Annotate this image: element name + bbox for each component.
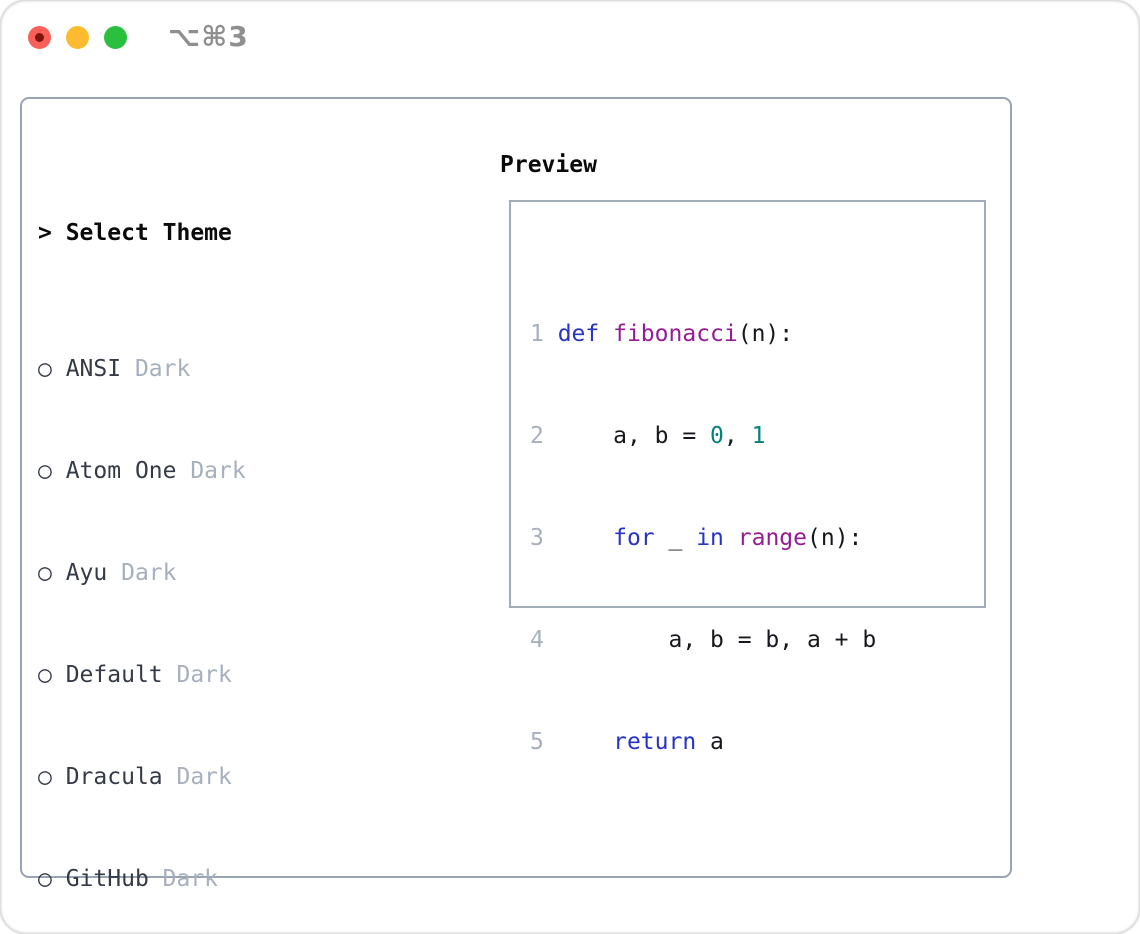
theme-option-atom-one-dark[interactable]: ○ Atom One Dark [38, 454, 426, 488]
cursor-icon: > [38, 220, 66, 246]
theme-list: > Select Theme ○ ANSI Dark ○ Atom One Da… [38, 148, 426, 934]
close-button[interactable] [28, 26, 51, 49]
theme-variant: Dark [121, 356, 191, 382]
theme-list-title: Select Theme [65, 220, 232, 246]
theme-option-default-dark[interactable]: ○ Default Dark [38, 658, 426, 692]
theme-name: Atom One [65, 458, 177, 484]
titlebar-shortcut: ⌥⌘3 [168, 20, 249, 53]
theme-variant: Dark [162, 662, 232, 688]
theme-variant: Dark [148, 866, 219, 892]
code-line: 4 a, b = b, a + b [530, 627, 877, 653]
theme-option-ayu-dark[interactable]: ○ Ayu Dark [38, 556, 426, 590]
radio-unselected-icon: ○ [38, 764, 66, 790]
code-line: 3 for _ in range(n): [530, 525, 863, 551]
code-line: 1 def fibonacci(n): [530, 321, 794, 347]
titlebar: ⌥⌘3 [0, 0, 1140, 75]
theme-name: Default [65, 662, 163, 688]
theme-option-dracula-dark[interactable]: ○ Dracula Dark [38, 760, 426, 794]
theme-list-header: > Select Theme [38, 216, 426, 250]
settings-panel: > Select Theme ○ ANSI Dark ○ Atom One Da… [20, 97, 1012, 892]
preview-title: Preview [500, 152, 597, 178]
code-line: 5 return a [530, 729, 724, 755]
theme-name: GitHub [65, 866, 149, 892]
theme-option-github-dark[interactable]: ○ GitHub Dark [38, 862, 426, 896]
code-line: 2 a, b = 0, 1 [530, 423, 766, 449]
preview-pane: 1 def fibonacci(n): 2 a, b = 0, 1 3 for … [509, 200, 986, 755]
code-diff-gap [530, 827, 984, 867]
radio-unselected-icon: ○ [38, 560, 66, 586]
theme-option-ansi-dark[interactable]: ○ ANSI Dark [38, 352, 426, 386]
radio-unselected-icon: ○ [38, 458, 66, 484]
radio-unselected-icon: ○ [38, 866, 66, 892]
code-preview: 1 def fibonacci(n): 2 a, b = 0, 1 3 for … [511, 202, 984, 934]
theme-variant: Dark [107, 560, 177, 586]
theme-variant: Dark [162, 764, 232, 790]
minimize-button[interactable] [66, 26, 89, 49]
radio-unselected-icon: ○ [38, 356, 66, 382]
zoom-button[interactable] [104, 26, 127, 49]
theme-name: Ayu [65, 560, 108, 586]
theme-name: Dracula [65, 764, 163, 790]
theme-variant: Dark [176, 458, 246, 484]
theme-name: ANSI [65, 356, 122, 382]
radio-unselected-icon: ○ [38, 662, 66, 688]
